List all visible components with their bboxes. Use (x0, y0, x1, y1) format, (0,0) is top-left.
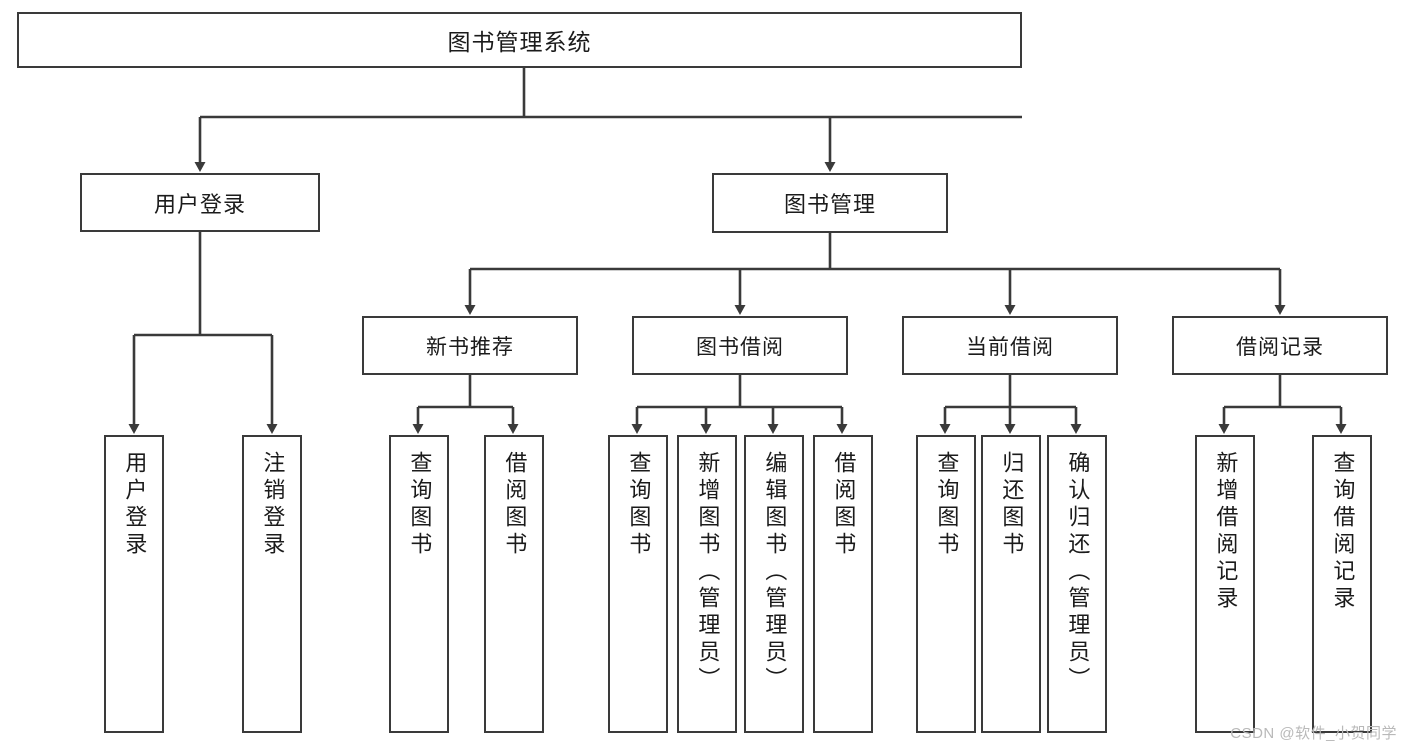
leaf-borrow-add-book-admin[interactable]: 新增图书（管理员） (677, 435, 737, 733)
leaf-borrow-edit-book-admin[interactable]: 编辑图书（管理员） (744, 435, 804, 733)
node-borrow-record[interactable]: 借阅记录 (1172, 316, 1388, 375)
node-label: 确认归还（管理员） (1065, 451, 1091, 694)
leaf-record-add-record[interactable]: 新增借阅记录 (1195, 435, 1255, 733)
leaf-recommend-borrow-book[interactable]: 借阅图书 (484, 435, 544, 733)
node-label: 查询图书 (626, 451, 652, 559)
leaf-current-return-book[interactable]: 归还图书 (981, 435, 1041, 733)
node-label: 新增借阅记录 (1213, 451, 1239, 613)
node-book-borrow[interactable]: 图书借阅 (632, 316, 848, 375)
node-label: 图书管理系统 (447, 29, 592, 55)
leaf-recommend-query-book[interactable]: 查询图书 (389, 435, 449, 733)
node-book-management[interactable]: 图书管理 (712, 173, 948, 233)
node-label: 当前借阅 (966, 335, 1054, 359)
node-label: 借阅图书 (502, 451, 528, 559)
node-label: 查询图书 (407, 451, 433, 559)
leaf-borrow-borrow-book[interactable]: 借阅图书 (813, 435, 873, 733)
node-new-book-recommend[interactable]: 新书推荐 (362, 316, 578, 375)
leaf-user-login-login[interactable]: 用户登录 (104, 435, 164, 733)
node-label: 归还图书 (999, 451, 1025, 559)
node-label: 借阅记录 (1236, 335, 1324, 359)
node-user-login[interactable]: 用户登录 (80, 173, 320, 232)
node-label: 用户登录 (122, 451, 148, 559)
node-label: 图书借阅 (696, 335, 784, 359)
node-label: 图书管理 (783, 192, 876, 217)
leaf-borrow-query-book[interactable]: 查询图书 (608, 435, 668, 733)
node-label: 编辑图书（管理员） (762, 451, 788, 694)
node-root-system[interactable]: 图书管理系统 (17, 12, 1022, 68)
node-current-borrow[interactable]: 当前借阅 (902, 316, 1118, 375)
node-label: 查询图书 (934, 451, 960, 559)
leaf-current-confirm-return-admin[interactable]: 确认归还（管理员） (1047, 435, 1107, 733)
node-label: 查询借阅记录 (1330, 451, 1356, 613)
node-label: 借阅图书 (831, 451, 857, 559)
leaf-current-query-book[interactable]: 查询图书 (916, 435, 976, 733)
node-label: 新增图书（管理员） (695, 451, 721, 694)
node-label: 注销登录 (260, 451, 286, 559)
leaf-record-query-record[interactable]: 查询借阅记录 (1312, 435, 1372, 733)
leaf-user-login-logout[interactable]: 注销登录 (242, 435, 302, 733)
node-label: 新书推荐 (426, 335, 514, 359)
node-label: 用户登录 (153, 191, 246, 217)
